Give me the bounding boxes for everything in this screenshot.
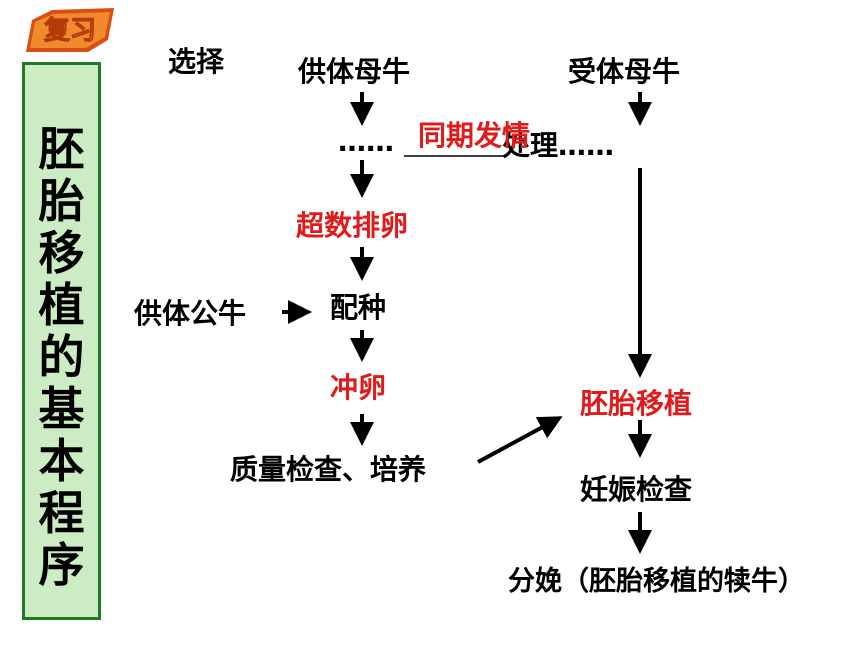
badge-text: 复习	[44, 16, 96, 46]
review-badge: 复习	[22, 6, 118, 58]
review-badge-graphic: 复习	[26, 8, 114, 52]
side-title-char: 本	[38, 434, 85, 488]
side-title-char: 的	[38, 330, 85, 384]
node-embryo-transfer: 胚胎移植	[580, 387, 693, 420]
node-donor-cow: 供体母牛	[298, 55, 411, 88]
side-title-panel: 胚胎移植的基本程序	[22, 62, 101, 620]
answer-sync-estrus: 同期发情	[418, 119, 531, 152]
arrow-quality-to-transfer	[477, 416, 563, 464]
side-title-char: 植	[38, 278, 85, 332]
side-title-char: 移	[38, 226, 85, 280]
node-donor-bull: 供体公牛	[134, 297, 247, 330]
node-mating: 配种	[330, 291, 387, 324]
side-title-char: 序	[38, 538, 85, 592]
side-title-char: 基	[38, 382, 85, 436]
node-superovulation: 超数排卵	[296, 209, 409, 242]
side-title-char: 胚	[38, 122, 85, 176]
side-title-char: 胎	[38, 174, 85, 228]
side-title-char: 程	[38, 486, 85, 540]
node-calving: 分娩（胚胎移植的犊牛）	[508, 566, 805, 597]
node-quality-check: 质量检查、培养	[230, 453, 427, 486]
node-pregnancy-check: 妊娠检查	[580, 473, 693, 506]
badge-face	[30, 12, 110, 48]
node-recipient-cow: 受体母牛	[568, 55, 681, 88]
node-flush: 冲卵	[330, 371, 387, 404]
side-title: 胚胎移植的基本程序	[25, 123, 98, 591]
sync-suffix: 处理……	[502, 129, 615, 162]
label-select: 选择	[168, 45, 225, 78]
sync-dots-left: ……	[338, 125, 394, 158]
